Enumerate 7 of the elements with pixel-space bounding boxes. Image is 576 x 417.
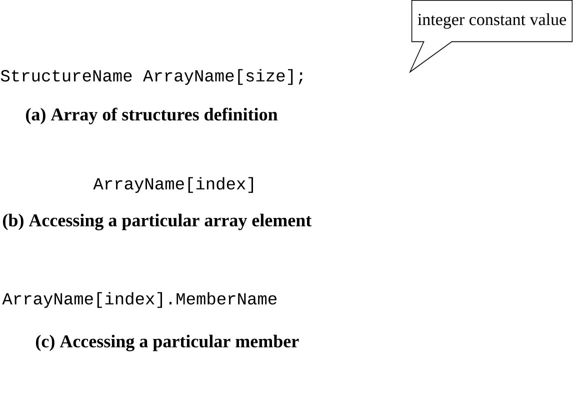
caption: (c) Accessing a particular member — [36, 334, 299, 352]
callout-box: integer constant value — [409, 0, 573, 74]
caption: (b) Accessing a particular array element — [3, 214, 312, 230]
code-line: StructureName ArrayName[size]; — [0, 69, 303, 85]
caption: (a) Array of structures definition — [26, 108, 278, 124]
code-line: ArrayName[index] — [93, 177, 253, 193]
code-line: ArrayName[index].MemberName — [2, 292, 276, 308]
